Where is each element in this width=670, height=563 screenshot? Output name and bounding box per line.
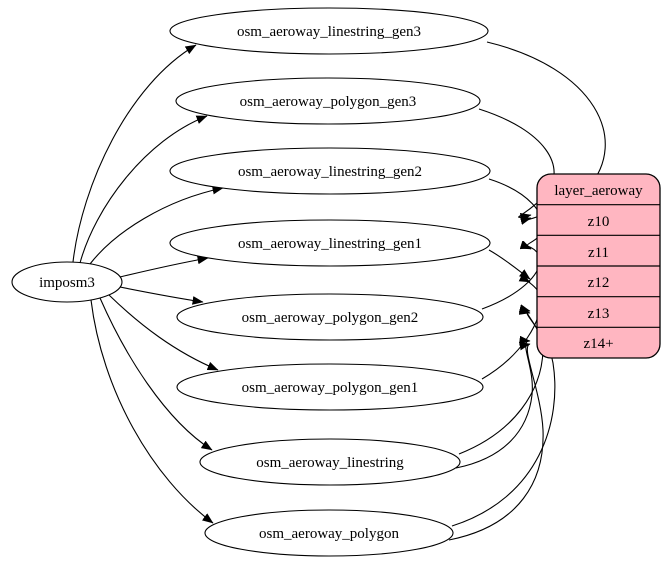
edge-linestring-z14 [455,335,533,469]
table-label: osm_aeroway_polygon_gen1 [242,380,419,396]
edge-imposm3-polygon-gen2 [119,286,204,305]
layer-row-z12: z12 [588,275,610,291]
table-label: osm_aeroway_polygon_gen3 [240,94,417,110]
imposm3-ellipse [11,261,123,303]
edge-polygon-z13 [451,306,556,527]
edge-linestring-gen1-z12 [488,249,531,280]
table-label: osm_aeroway_linestring_gen3 [237,24,421,40]
node-osm-aeroway-linestring-gen2: osm_aeroway_linestring_gen2 [169,147,491,195]
layer-aeroway-title: layer_aeroway [554,183,643,199]
node-osm-aeroway-linestring-gen1: osm_aeroway_linestring_gen1 [169,219,491,267]
table-ellipse [204,509,454,557]
edge-imposm3-linestring-gen3 [72,44,197,263]
edge-polygon-z14 [448,341,544,541]
table-ellipse [199,438,461,486]
node-imposm3: imposm3 [11,261,123,303]
layer-row-z11: z11 [588,245,609,261]
table-ellipse [176,293,484,341]
node-osm-aeroway-linestring: osm_aeroway_linestring [199,438,461,486]
node-osm-aeroway-polygon-gen3: osm_aeroway_polygon_gen3 [175,77,481,125]
node-osm-aeroway-linestring-gen3: osm_aeroway_linestring_gen3 [169,7,489,55]
edge-imposm3-polygon-gen3 [79,115,208,264]
table-label: osm_aeroway_polygon [259,526,399,542]
table-ellipse [169,219,491,267]
layer-row-z14plus: z14+ [583,336,613,352]
table-ellipse [169,7,489,55]
imposm3-label: imposm3 [39,275,95,291]
edge-imposm3-linestring-gen1 [119,255,209,278]
table-label: osm_aeroway_linestring_gen2 [238,164,422,180]
layer-row-z13: z13 [588,306,610,322]
node-layer-aeroway: layer_aeroway z10 z11 z12 z13 z14+ [536,173,661,359]
edge-imposm3-linestring-gen2 [89,185,224,265]
edge-polygon-gen2-z11 [481,240,541,310]
node-osm-aeroway-polygon-gen2: osm_aeroway_polygon_gen2 [176,293,484,341]
table-ellipse [176,363,484,411]
table-ellipse [175,77,481,125]
node-osm-aeroway-polygon: osm_aeroway_polygon [204,509,454,557]
layer-row-z10: z10 [588,214,610,230]
node-osm-aeroway-polygon-gen1: osm_aeroway_polygon_gen1 [176,363,484,411]
table-label: osm_aeroway_linestring_gen1 [238,236,422,252]
table-label: osm_aeroway_linestring [256,455,404,471]
edge-imposm3-polygon [90,299,214,524]
table-ellipse [169,147,491,195]
edge-imposm3-polygon-gen1 [108,294,219,371]
table-label: osm_aeroway_polygon_gen2 [242,310,419,326]
edge-imposm3-linestring [99,297,213,451]
edge-linestring-gen2-z11 [488,178,544,250]
